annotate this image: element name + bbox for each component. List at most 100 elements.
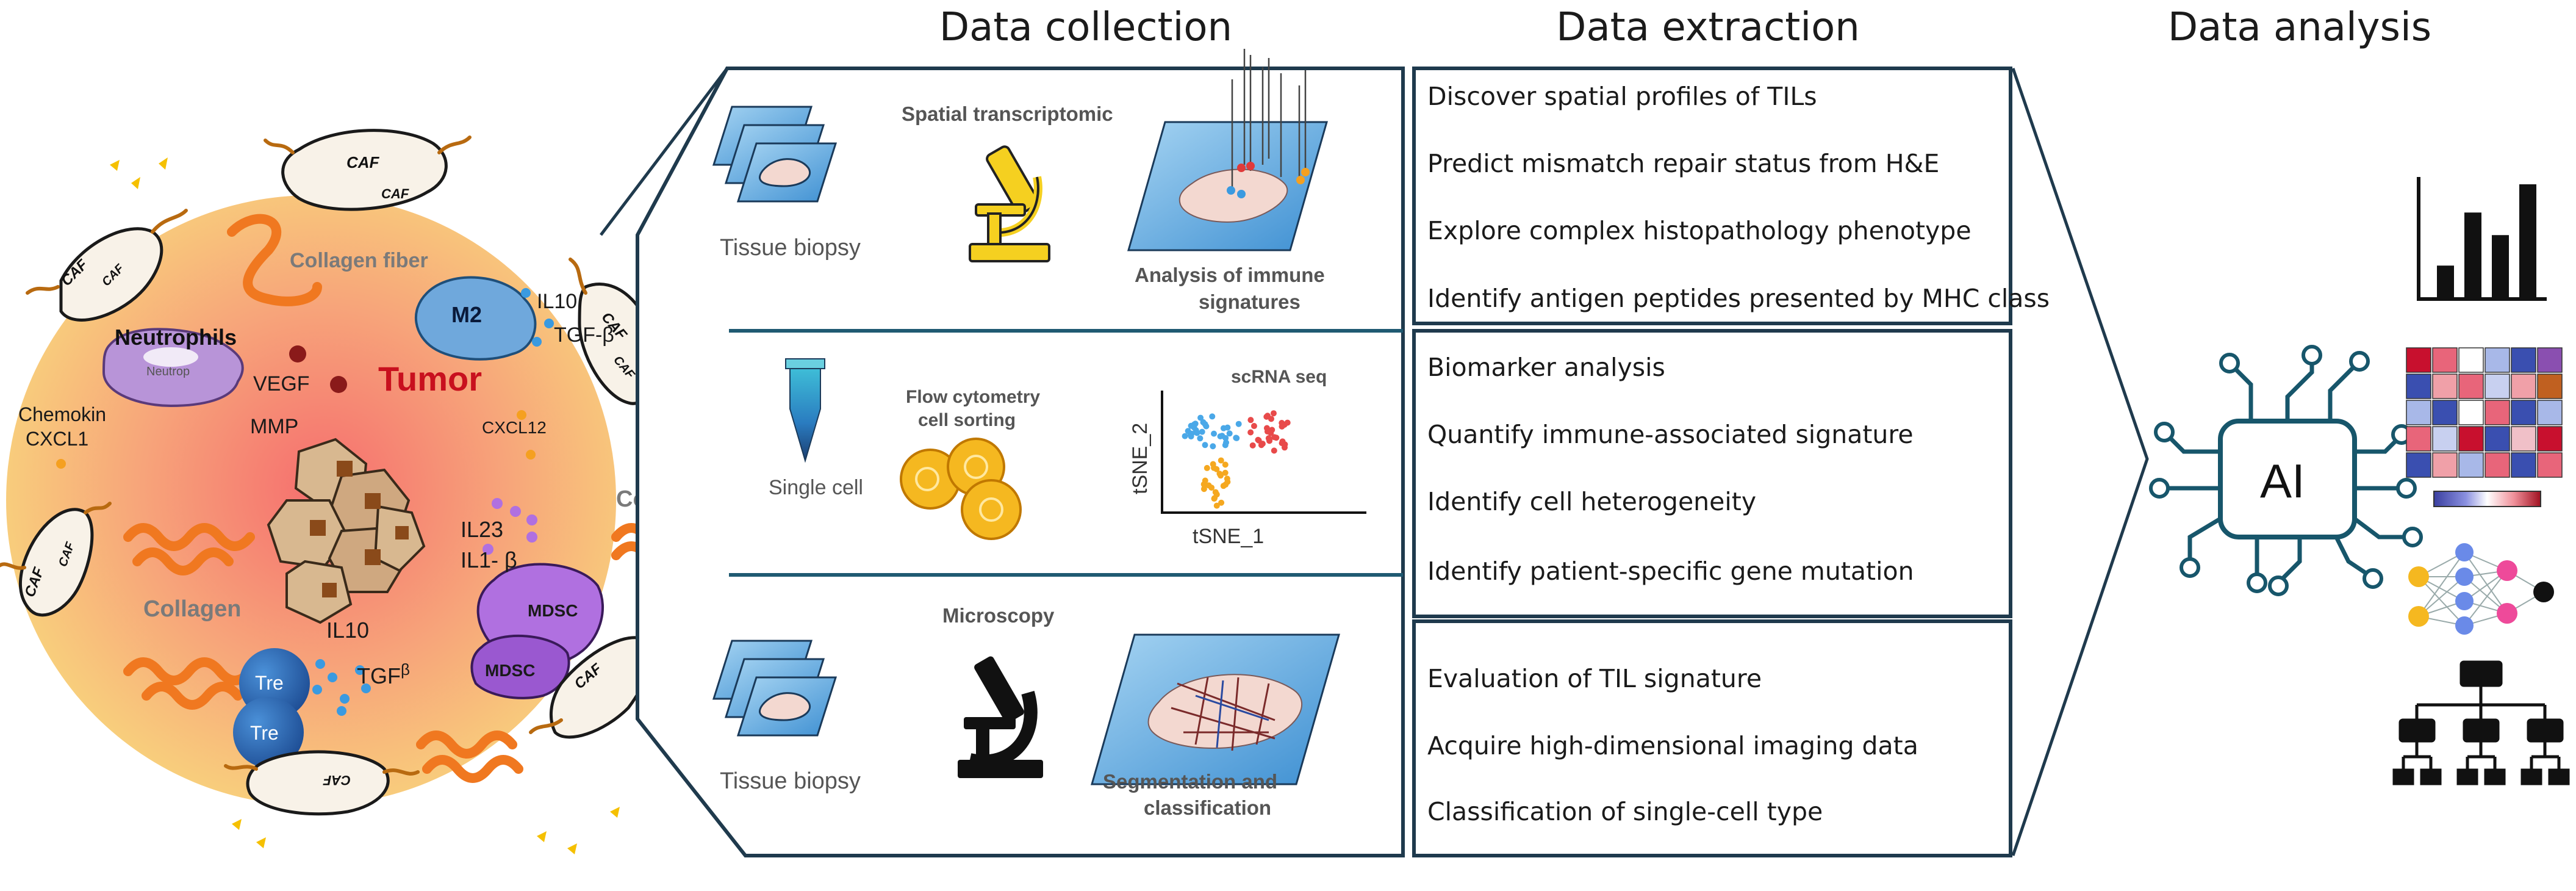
tgfb-bottom-sup: β [401, 660, 410, 679]
tsne-point [1199, 428, 1205, 435]
collagen-fiber-label: Collagen fiber [290, 249, 428, 272]
tsne-point [1281, 421, 1288, 428]
tsne-point [1218, 457, 1224, 464]
tumor-microenvironment: Tumor Collagen fiber Neutrophils Neutrop… [0, 129, 717, 854]
tsne-point [1182, 433, 1188, 439]
bar-chart-bar [2437, 265, 2454, 297]
heatmap-cell [2537, 452, 2563, 478]
caf-label-1: CAF [346, 153, 380, 171]
heatmap-cell [2432, 400, 2458, 425]
bar-chart-bar [2492, 235, 2509, 297]
collagen-left-label: Collagen [143, 596, 241, 622]
extraction-item-1-1: Discover spatial profiles of TILs [1427, 82, 1817, 111]
heatmap-cell [2537, 426, 2563, 452]
il10-bottom-label: IL10 [326, 618, 369, 643]
heatmap-cell [2537, 347, 2563, 373]
extraction-item-2-2: Quantify immune-associated signature [1427, 420, 1914, 449]
tsne-axes [1161, 391, 1366, 514]
tsne-point [1247, 429, 1254, 436]
microscope-black-icon [958, 656, 1043, 778]
tsne-points [1182, 410, 1291, 509]
tsne-point [1249, 442, 1256, 449]
vegf-label: VEGF [253, 372, 310, 395]
extraction-box-1 [1412, 67, 2012, 325]
heatmap-cell [2511, 347, 2536, 373]
tsne-point [1211, 495, 1218, 502]
flow-cytometry-cells-icon [900, 438, 1022, 540]
extraction-item-2-3: Identify cell heterogeneity [1427, 487, 1757, 516]
row2-flow-title-1: Flow cytometry [906, 387, 1040, 407]
row3-right-caption-1: Segmentation and [1103, 770, 1277, 793]
bar-chart-bar [2464, 212, 2481, 297]
heatmap-cell [2458, 347, 2484, 373]
heatmap-cell [2432, 347, 2458, 373]
mdsc-label-1: MDSC [528, 601, 578, 620]
tsne-point [1271, 434, 1278, 441]
extraction-item-1-2: Predict mismatch repair status from H&E [1427, 149, 1940, 178]
extraction-item-3-2: Acquire high-dimensional imaging data [1427, 731, 1918, 760]
tsne-point [1202, 442, 1208, 449]
neutrophils-inner-label: Neutrop [146, 365, 190, 378]
ai-chip-icon [2149, 345, 2423, 596]
heatmap-cell [2458, 452, 2484, 478]
tgfb-bottom-main: TGF [357, 663, 401, 688]
tsne-point [1188, 430, 1195, 437]
heatmap-cell [2485, 400, 2510, 425]
heatmap-icon [2406, 347, 2563, 478]
m2-macrophage [415, 276, 537, 361]
header-data-collection: Data collection [939, 5, 1233, 50]
tsne-point [1235, 420, 1242, 427]
row1-right-caption-1: Analysis of immune [1135, 264, 1325, 286]
tsne-point [1247, 417, 1254, 424]
heatmap-cell [2406, 400, 2431, 425]
tgfb-bottom-label: TGFβ [357, 660, 410, 688]
heatmap-cell [2432, 426, 2458, 452]
heatmap-cell [2511, 400, 2536, 425]
header-data-extraction: Data extraction [1556, 5, 1860, 50]
cxcl12-label: CXCL12 [482, 418, 547, 437]
heatmap-cell [2406, 426, 2431, 452]
chemokin-label: Chemokin [18, 403, 106, 425]
mdsc-label-2: MDSC [485, 661, 535, 680]
heatmap-cell [2511, 373, 2536, 399]
heatmap-cell [2511, 426, 2536, 452]
extraction-item-2-1: Biomarker analysis [1427, 353, 1665, 382]
neutrophil-cell [102, 328, 244, 408]
header-data-analysis: Data analysis [2167, 5, 2432, 50]
tre-label-1: Tre [255, 672, 284, 694]
tsne-point [1250, 423, 1257, 430]
tsne-point [1258, 442, 1265, 449]
tumor-label: Tumor [378, 359, 482, 398]
mdsc-cells [470, 563, 604, 699]
tsne-point [1200, 486, 1207, 492]
data-extraction-panel [1412, 67, 2012, 857]
extraction-item-1-4: Identify antigen peptides presented by M… [1427, 284, 2050, 313]
tissue-biopsy-slides-1 [712, 106, 838, 203]
tsne-point [1279, 440, 1285, 447]
row1-title: Spatial transcriptomic [902, 103, 1113, 125]
tsne-point [1197, 435, 1204, 442]
tsne-point [1205, 482, 1212, 489]
tsne-point [1222, 435, 1229, 441]
tgfb-top-label: TGF-β [554, 323, 614, 347]
bar-chart-bars [2437, 184, 2536, 297]
heatmap-cell [2406, 347, 2431, 373]
caf-label-2: CAF [381, 186, 409, 201]
heatmap-cell [2406, 373, 2431, 399]
heatmap-cell [2432, 373, 2458, 399]
tsne-point [1210, 461, 1216, 467]
single-cell-tube-icon [785, 358, 825, 463]
tsne-point [1211, 430, 1218, 437]
bar-chart-bar [2519, 184, 2536, 297]
caf-label-10: CAF [323, 773, 351, 788]
heatmap-cell [2432, 452, 2458, 478]
heatmap-cell [2485, 373, 2510, 399]
tsne-point [1202, 477, 1208, 484]
tsne-point [1233, 435, 1240, 441]
tsne-point [1224, 475, 1230, 482]
il1b-label: IL1- β [461, 547, 517, 572]
row3-title: Microscopy [942, 604, 1055, 627]
tsne-point [1212, 489, 1219, 496]
heatmap-cell [2537, 400, 2563, 425]
